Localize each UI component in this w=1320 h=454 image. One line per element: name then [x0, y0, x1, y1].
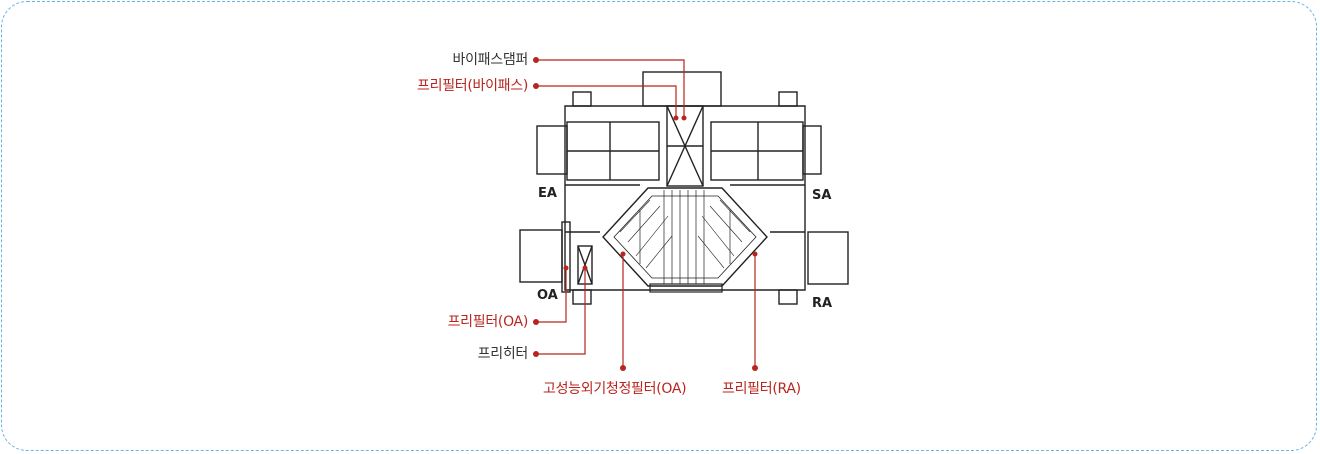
label-hepa-oa: 고성능외기청정필터(OA)	[543, 381, 687, 397]
bracket-tr	[778, 91, 798, 107]
sa-duct	[802, 125, 822, 175]
ra-duct	[807, 231, 849, 285]
dot-prefilter-ra	[752, 365, 758, 371]
label-prefilter-ra: 프리필터(RA)	[722, 381, 801, 397]
bracket-br	[778, 289, 798, 305]
bracket-bl	[572, 289, 592, 305]
label-prefilter-oa: 프리필터(OA)	[447, 314, 529, 330]
dot-prefilter-oa	[533, 319, 539, 325]
leader-prefilter-bypass	[536, 85, 677, 118]
dot-prefilter-bypass	[533, 83, 539, 89]
port-ea: EA	[538, 186, 557, 201]
leader-prefilter-oa	[536, 268, 567, 323]
dot-bypass-damper	[533, 57, 539, 63]
heat-exchanger	[602, 187, 768, 287]
leader-preheater	[536, 268, 586, 355]
leader-bypass-damper	[536, 59, 685, 118]
top-duct	[642, 71, 722, 107]
ea-duct	[536, 125, 568, 175]
bracket-tl	[572, 91, 592, 107]
port-ra: RA	[812, 296, 833, 311]
main-body	[564, 105, 806, 291]
label-prefilter-bypass: 프리필터(바이패스)	[417, 78, 528, 94]
label-bypass-damper: 바이패스댐퍼	[452, 52, 529, 68]
dot-hepa-oa	[620, 365, 626, 371]
port-sa: SA	[812, 188, 832, 203]
oa-duct	[519, 229, 563, 283]
port-oa: OA	[537, 288, 558, 303]
dot-preheater	[533, 351, 539, 357]
label-preheater: 프리히터	[477, 346, 529, 362]
